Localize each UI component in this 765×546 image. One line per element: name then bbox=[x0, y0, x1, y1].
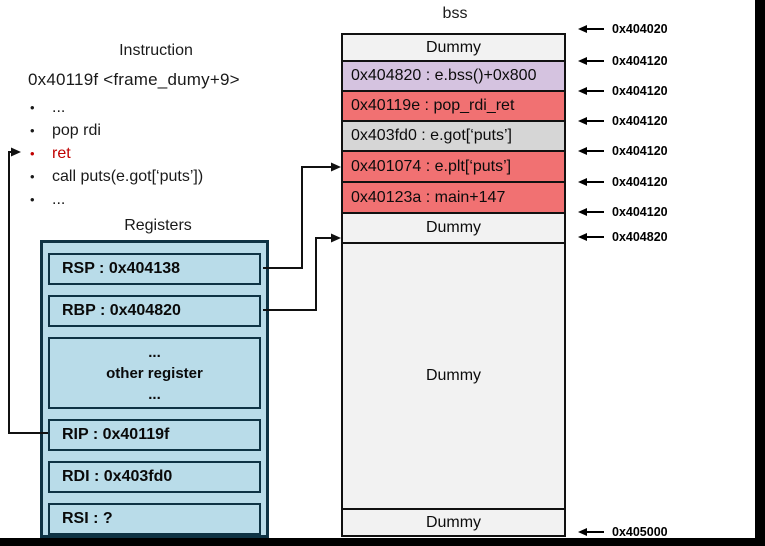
left-arrow-icon bbox=[578, 208, 604, 216]
bss-row-ebss: 0x404820 : e.bss()+0x800 bbox=[343, 60, 564, 90]
bss-row-dummy-large: Dummy bbox=[343, 242, 564, 508]
bullet-icon: • bbox=[30, 146, 35, 161]
address-text: 0x404120 bbox=[612, 144, 668, 158]
instruction-address-header: 0x40119f <frame_dumy+9> bbox=[28, 70, 240, 89]
address-label: 0x404820 bbox=[577, 230, 668, 244]
left-arrow-icon bbox=[578, 147, 604, 155]
bss-title: bss bbox=[442, 5, 468, 22]
registers-box: RSP : 0x404138 RBP : 0x404820 ... other … bbox=[40, 240, 269, 538]
bss-row-pop-rdi-ret: 0x40119e : pop_rdi_ret bbox=[343, 90, 564, 120]
instruction-item-text: ... bbox=[52, 190, 66, 208]
address-text: 0x404020 bbox=[612, 22, 668, 36]
bss-row-dummy: Dummy bbox=[343, 35, 564, 60]
left-arrow-icon bbox=[578, 57, 604, 65]
register-rdi: RDI : 0x403fd0 bbox=[48, 461, 261, 493]
address-label: 0x404120 bbox=[577, 205, 668, 219]
instruction-item: • pop rdi bbox=[30, 119, 203, 142]
left-arrow-icon bbox=[578, 528, 604, 536]
registers-title: Registers bbox=[124, 217, 192, 234]
register-other-line: ... bbox=[148, 343, 161, 361]
bss-row-dummy: Dummy bbox=[343, 212, 564, 242]
register-rsp: RSP : 0x404138 bbox=[48, 253, 261, 285]
left-arrow-icon bbox=[578, 233, 604, 241]
instruction-list: • ... • pop rdi • ret • call puts(e.got[… bbox=[30, 96, 203, 211]
rbp-to-dummy-arrow bbox=[263, 237, 332, 311]
bullet-icon: • bbox=[30, 123, 35, 138]
register-rip: RIP : 0x40119f bbox=[48, 419, 261, 451]
instruction-item-ret-highlighted: • ret bbox=[30, 142, 203, 165]
address-label: 0x404120 bbox=[577, 175, 668, 189]
address-text: 0x404120 bbox=[612, 175, 668, 189]
bss-row-dummy: Dummy bbox=[343, 508, 564, 535]
address-text: 0x404820 bbox=[612, 230, 668, 244]
instruction-item-text: ... bbox=[52, 98, 66, 116]
rbp-arrowhead-icon bbox=[331, 233, 341, 243]
instruction-item: • call puts(e.got[‘puts’]) bbox=[30, 165, 203, 188]
register-other-line: ... bbox=[148, 385, 161, 403]
address-text: 0x404120 bbox=[612, 205, 668, 219]
bullet-icon: • bbox=[30, 100, 35, 115]
register-other-line: other register bbox=[106, 364, 203, 382]
left-arrow-icon bbox=[578, 25, 604, 33]
right-frame-strip bbox=[755, 0, 765, 546]
address-label: 0x404120 bbox=[577, 84, 668, 98]
address-label: 0x404120 bbox=[577, 114, 668, 128]
instruction-item: • ... bbox=[30, 96, 203, 119]
address-label: 0x404120 bbox=[577, 144, 668, 158]
instruction-item-text: call puts(e.got[‘puts’]) bbox=[52, 167, 204, 185]
left-arrow-icon bbox=[578, 178, 604, 186]
instruction-item-text: ret bbox=[52, 144, 71, 162]
bss-row-main147: 0x40123a : main+147 bbox=[343, 181, 564, 212]
address-label: 0x404020 bbox=[577, 22, 668, 36]
address-text: 0x405000 bbox=[612, 525, 668, 539]
bss-memory-box: Dummy 0x404820 : e.bss()+0x800 0x40119e … bbox=[341, 33, 566, 537]
instruction-title: Instruction bbox=[119, 42, 193, 59]
instruction-item-text: pop rdi bbox=[52, 121, 101, 139]
instruction-item: • ... bbox=[30, 188, 203, 211]
register-rbp: RBP : 0x404820 bbox=[48, 295, 261, 327]
address-label: 0x405000 bbox=[577, 525, 668, 539]
bullet-icon: • bbox=[30, 169, 35, 184]
rsp-to-plt-arrow bbox=[263, 166, 332, 269]
register-rsi: RSI : ? bbox=[48, 503, 261, 535]
address-text: 0x404120 bbox=[612, 84, 668, 98]
left-arrow-icon bbox=[578, 87, 604, 95]
address-text: 0x404120 bbox=[612, 54, 668, 68]
bss-row-got-puts: 0x403fd0 : e.got[‘puts’] bbox=[343, 120, 564, 150]
left-arrow-icon bbox=[578, 117, 604, 125]
bullet-icon: • bbox=[30, 192, 35, 207]
address-label: 0x404120 bbox=[577, 54, 668, 68]
register-other: ... other register ... bbox=[48, 337, 261, 409]
address-text: 0x404120 bbox=[612, 114, 668, 128]
rsp-arrowhead-icon bbox=[331, 162, 341, 172]
rip-arrowhead-icon bbox=[11, 147, 21, 157]
bss-row-plt-puts: 0x401074 : e.plt[‘puts’] bbox=[343, 150, 564, 181]
bottom-frame-strip bbox=[0, 538, 765, 546]
